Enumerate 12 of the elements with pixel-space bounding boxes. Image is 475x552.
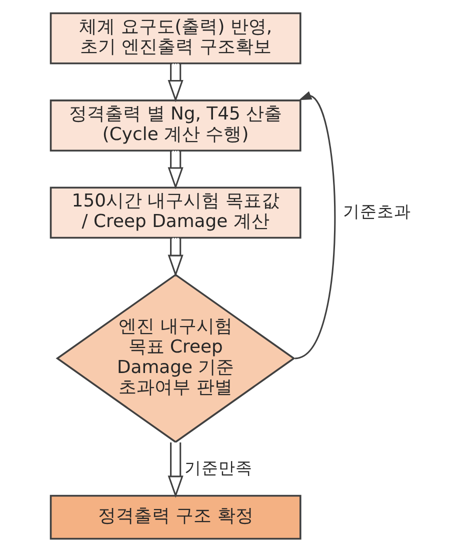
node-box: 체계 요구도(출력) 반영, 초기 엔진출력 구조확보 xyxy=(49,12,301,64)
arrow xyxy=(167,442,183,498)
arrow xyxy=(167,64,183,102)
edge-label: 기준초과 xyxy=(342,201,411,222)
node-box: 정격출력 구조 확정 xyxy=(49,494,301,540)
node-box: 정격출력 별 Ng, T45 산출 (Cycle 계산 수행) xyxy=(49,100,301,152)
arrow xyxy=(167,150,183,190)
node-diamond: 엔진 내구시험 목표 Creep Damage 기준 초과여부 판별 xyxy=(55,274,295,444)
node-box: 150시간 내구시험 목표값 / Creep Damage 계산 xyxy=(49,186,301,239)
arrow xyxy=(294,91,336,360)
edge-label: 기준만족 xyxy=(184,457,252,478)
arrow xyxy=(167,238,183,278)
